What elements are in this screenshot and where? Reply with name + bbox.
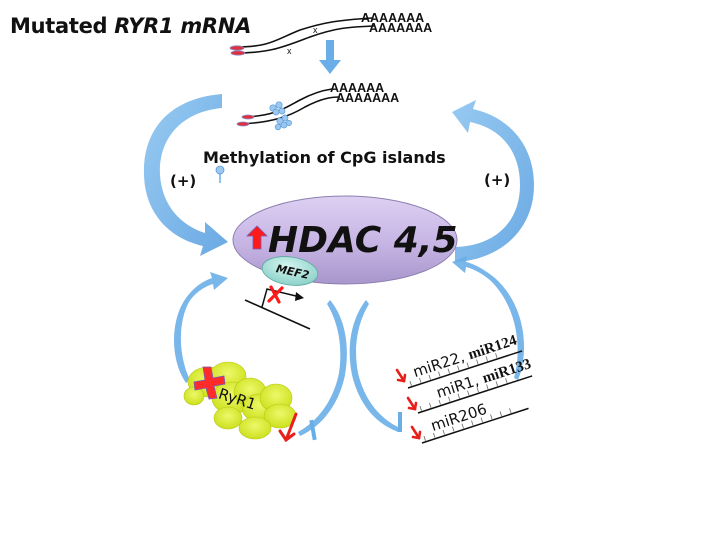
poly-a-tail: AAAAAAA [361,11,424,25]
cap-icon [229,45,245,51]
decrease-arrow-icon [395,368,407,383]
methylated-mrna-strand: AAAAAA AAAAAAA [236,81,399,131]
cap-icon [236,121,250,127]
up-arrow-icon [246,225,268,250]
ryr1-protein: RyR1 [183,361,297,440]
mirna-name: miR124 [466,332,519,363]
decrease-arrow-icon [278,412,298,443]
title-prefix: Mutated [10,14,115,38]
methyl-groups-icon [269,101,292,131]
right-feedback-arrow [452,100,534,262]
ryr1-to-hdac-arrow [174,272,228,383]
mutated-mrna-strand-top: x x AAAAAAA AAAAAAA [229,11,432,56]
methyl-lollipop-icon [215,165,225,183]
mirna-name: miR22 [411,349,462,381]
inhibit-mirna-arrow [349,300,402,432]
cap-icon [241,114,255,120]
svg-text:miR206: miR206 [429,400,490,435]
mirna-list: miR22, miR124 miR1, miR133 miR206 [407,332,533,444]
cap-icon [230,50,246,56]
mutation-mark: x [287,46,292,56]
right-feedback-label: (+) [484,171,510,189]
left-feedback-arrow [143,94,228,256]
poly-a-tail: AAAAAAA [336,91,399,105]
red-cross-icon [193,366,226,400]
hdac-node: HDAC 4,5 [232,195,458,285]
poly-a-tail: AAAAAAA [369,21,432,35]
decrease-arrow-icon [410,425,422,440]
methylation-label: Methylation of CpG islands [203,148,446,167]
inhibit-ryr1-arrow [298,300,347,441]
left-feedback-label: (+) [170,172,196,190]
figure-title: Mutated RYR1 mRNA [10,14,251,38]
mef2-node: MEF2 [261,256,319,286]
down-arrow-icon [319,40,341,74]
mutation-mark: x [313,25,318,35]
red-x-icon [267,285,284,304]
decrease-arrow-icon [406,396,418,411]
poly-a-tail: AAAAAA [330,81,384,95]
mirna-to-hdac-arrow [452,256,525,380]
title-gene: RYR1 mRNA [114,14,252,38]
blocked-transcription-icon [244,285,311,330]
mirna-name: miR206 [429,400,490,435]
hdac-label: HDAC 4,5 [268,220,458,261]
